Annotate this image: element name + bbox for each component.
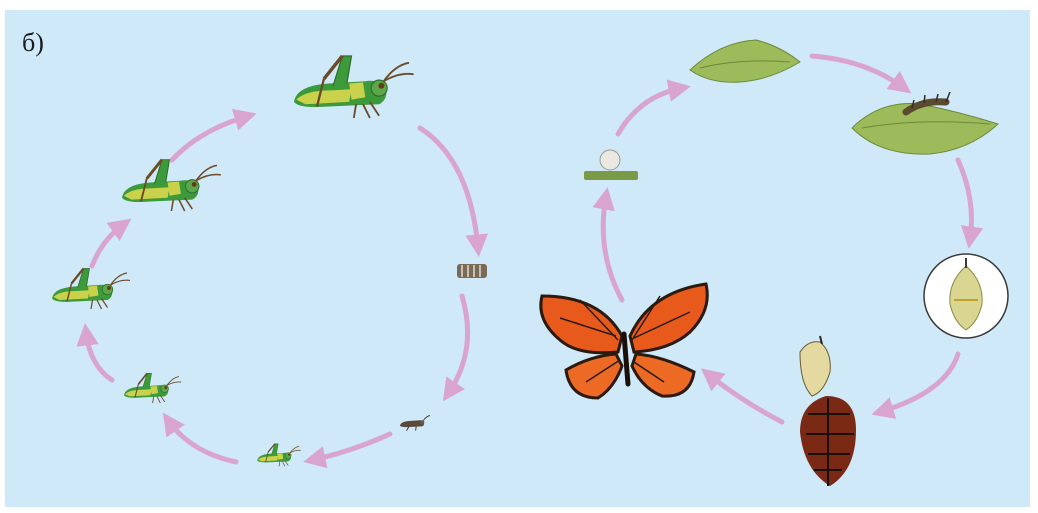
arrow-butterfly-to-egg [603,196,622,300]
grasshopper-nymph-5 [52,269,130,310]
arrow-caterpillar-to-chrysalis [958,160,972,240]
arrow-adult-to-egg [420,128,478,248]
grasshopper-adult [294,56,414,118]
arrow-leaf-to-caterpillar [812,56,904,88]
arrow-nymph4-to-nymph5 [92,224,124,266]
grasshopper-egg-pod [457,264,487,278]
grasshopper-cycle-arrows [86,116,478,462]
arrow-chrysalis-to-emerging [880,354,958,412]
arrow-emerging-to-butterfly [708,374,782,422]
grasshopper-nymph-4 [124,373,181,403]
arrow-egg-to-nymph1 [448,296,468,394]
butterfly-egg-on-leaf [584,150,638,180]
arrow-nymph3-to-nymph4 [86,332,112,380]
grasshopper-nymph-1 [400,416,430,431]
butterfly-emerging [800,336,856,486]
grasshopper-adult-small [122,160,221,211]
grasshopper-nymph-3 [257,444,301,467]
butterfly-chrysalis [924,254,1008,338]
arrow-nymph2-to-nymph3 [168,420,236,462]
butterfly-leaf [690,40,800,82]
arrow-egg-to-leaf [618,88,682,134]
butterfly-caterpillar-on-leaf [852,92,998,154]
arrow-nymph1-to-nymph2 [312,434,390,460]
arrow-nymph5-to-adult [172,116,248,160]
